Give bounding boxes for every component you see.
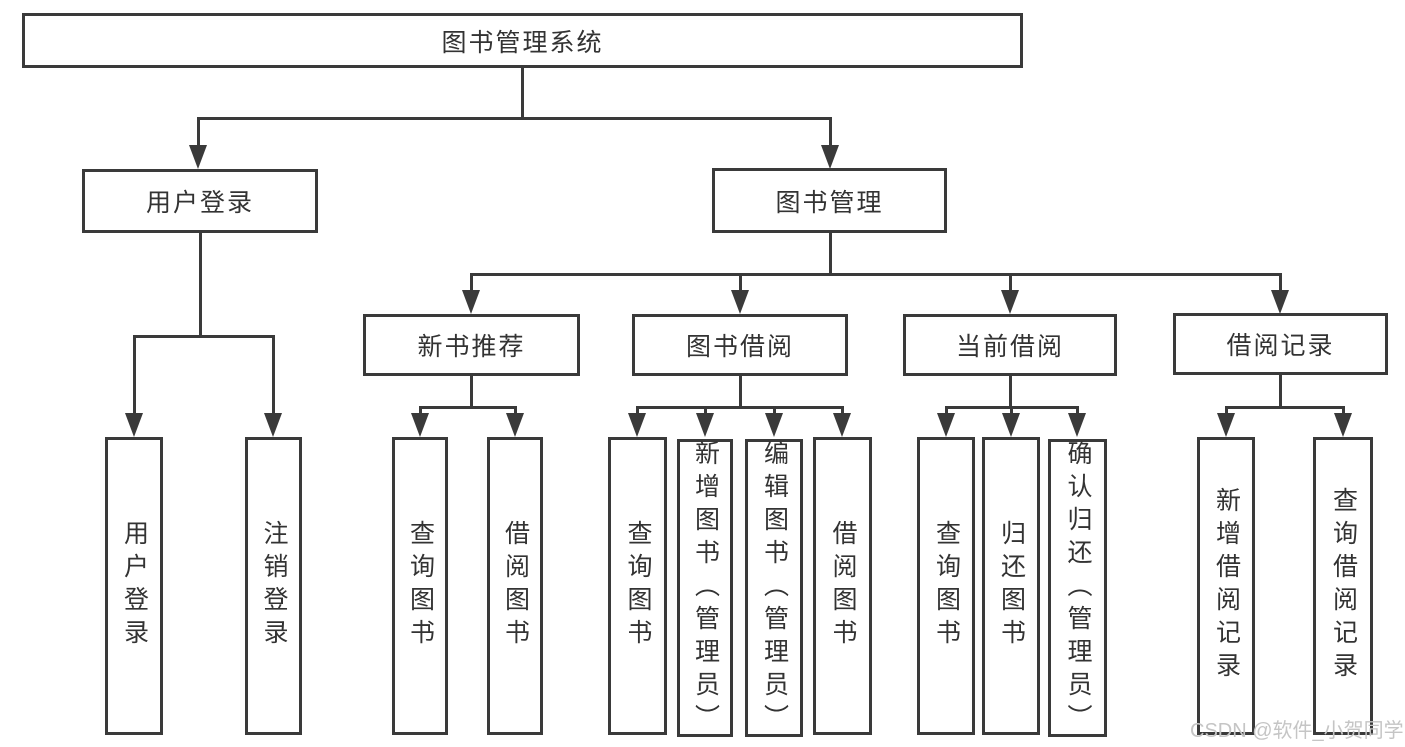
connector-level3-bar (469, 273, 1282, 276)
connector-leaf-stem (513, 406, 517, 419)
leaf-nb-borrow-book: 借阅图书 (487, 437, 543, 735)
node-label: 借阅记录 (1226, 332, 1335, 360)
leaf-logout: 注销登录 (245, 437, 302, 735)
leaf-label: 查询借阅记录 (1329, 487, 1358, 685)
leaf-bb-add-book-admin: 新增图书（管理员） (677, 439, 733, 737)
connector-leaf-stem (271, 335, 275, 416)
node-book-management: 图书管理 (712, 168, 947, 233)
leaf-label: 归还图书 (997, 520, 1026, 652)
arrowhead-icon (189, 145, 207, 169)
leaf-label: 用户登录 (120, 520, 149, 652)
connector-newbook-bar (418, 406, 517, 409)
connector-leaf-stem (1009, 406, 1013, 419)
connector-leaf-stem (635, 406, 639, 419)
node-label: 用户登录 (145, 189, 254, 217)
node-label: 新书推荐 (417, 333, 526, 361)
connector-level2-bar (196, 117, 832, 120)
arrowhead-icon (264, 413, 282, 437)
connector-leaf-stem (840, 406, 844, 419)
leaf-label: 新增图书（管理员） (691, 439, 720, 737)
connector-root-stem (520, 68, 524, 120)
connector-leaf-stem (1224, 406, 1228, 419)
leaf-bb-borrow-book: 借阅图书 (813, 437, 872, 735)
connector-currentborrow-stem (1008, 376, 1012, 409)
arrowhead-icon (628, 413, 646, 437)
leaf-label: 借阅图书 (829, 520, 857, 652)
connector-records-stem (1278, 375, 1282, 409)
node-borrow-records: 借阅记录 (1173, 313, 1388, 375)
leaf-label: 确认归还（管理员） (1064, 439, 1092, 737)
leaf-bb-query-book: 查询图书 (608, 437, 667, 735)
connector-leaf-stem (772, 406, 776, 419)
connector-newbook-stem (469, 376, 473, 409)
leaf-nb-query-book: 查询图书 (392, 437, 448, 735)
arrowhead-icon (1068, 413, 1086, 437)
arrowhead-icon (506, 413, 524, 437)
connector-drop-bookborrow (738, 273, 742, 297)
arrowhead-icon (411, 413, 429, 437)
connector-bookborrow-stem (738, 376, 742, 409)
arrowhead-icon (1334, 413, 1352, 437)
connector-leaf-stem (1341, 406, 1345, 419)
leaf-bb-edit-book-admin: 编辑图书（管理员） (745, 439, 803, 737)
connector-drop-book (828, 117, 832, 150)
connector-leaf-stem (944, 406, 948, 419)
node-new-book-recommend: 新书推荐 (363, 314, 580, 376)
leaf-cb-return-book: 归还图书 (982, 437, 1040, 735)
connector-bookborrow-bar (635, 406, 844, 409)
node-library-system: 图书管理系统 (22, 13, 1023, 68)
leaf-br-add-record: 新增借阅记录 (1197, 437, 1255, 735)
connector-drop-records (1278, 273, 1282, 297)
arrowhead-icon (125, 413, 143, 437)
connector-leaf-stem (132, 335, 136, 416)
connector-drop-user (196, 117, 200, 150)
node-label: 图书管理 (775, 188, 884, 217)
node-current-borrow: 当前借阅 (903, 314, 1117, 376)
leaf-label: 查询图书 (624, 520, 652, 652)
leaf-label: 查询图书 (932, 520, 961, 652)
leaf-br-query-record: 查询借阅记录 (1313, 437, 1373, 735)
node-label: 图书管理系统 (441, 28, 604, 57)
connector-drop-currentborrow (1008, 273, 1012, 297)
leaf-label: 新增借阅记录 (1212, 487, 1241, 685)
node-label: 当前借阅 (955, 333, 1064, 361)
connector-drop-newbook (469, 273, 473, 297)
connector-leaf-stem (1075, 406, 1079, 419)
node-book-borrow: 图书借阅 (632, 314, 848, 376)
node-label: 图书借阅 (685, 333, 794, 361)
arrowhead-icon (765, 413, 783, 437)
arrowhead-icon (1001, 290, 1019, 314)
arrowhead-icon (696, 413, 714, 437)
arrowhead-icon (1002, 413, 1020, 437)
arrowhead-icon (937, 413, 955, 437)
connector-leaf-stem (418, 406, 422, 419)
arrowhead-icon (821, 145, 839, 169)
connector-book-stem (828, 233, 832, 276)
leaf-cb-confirm-return-admin: 确认归还（管理员） (1048, 439, 1107, 737)
leaf-label: 借阅图书 (501, 520, 530, 652)
csdn-watermark: CSDN @软件_小贺同学 (1190, 720, 1404, 742)
arrowhead-icon (1271, 290, 1289, 314)
leaf-cb-query-book: 查询图书 (917, 437, 975, 735)
arrowhead-icon (833, 413, 851, 437)
connector-user-stem (198, 233, 202, 335)
arrowhead-icon (462, 290, 480, 314)
leaf-user-login: 用户登录 (105, 437, 163, 735)
connector-user-bar (132, 335, 275, 338)
node-user-login: 用户登录 (82, 169, 318, 233)
arrowhead-icon (731, 290, 749, 314)
leaf-label: 编辑图书（管理员） (760, 439, 789, 737)
leaf-label: 查询图书 (406, 520, 435, 652)
connector-records-bar (1224, 406, 1345, 409)
leaf-label: 注销登录 (260, 520, 288, 652)
connector-leaf-stem (703, 406, 707, 419)
arrowhead-icon (1217, 413, 1235, 437)
connector-currentborrow-bar (944, 406, 1079, 409)
